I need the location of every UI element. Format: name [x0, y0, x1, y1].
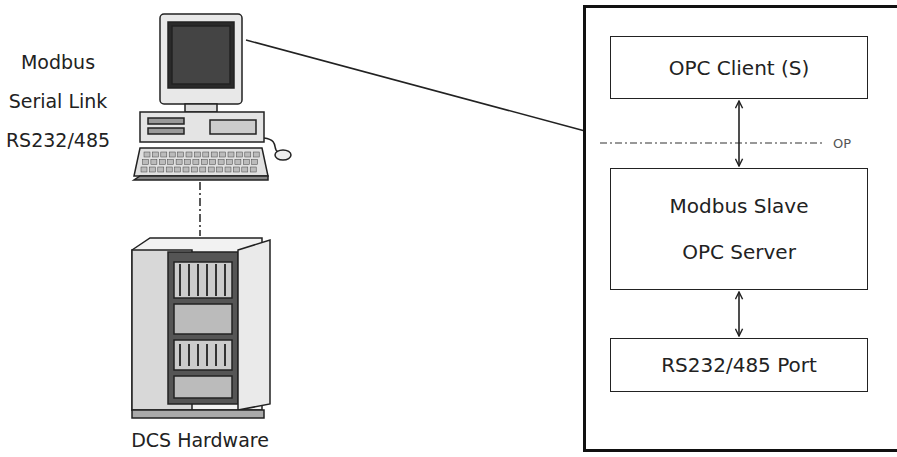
double-arrow [738, 101, 740, 166]
cabinet-modules [180, 264, 225, 366]
dcs-cabinet-illustration [132, 238, 270, 418]
double-arrow [738, 292, 740, 336]
hardware-label: DCS Hardware [131, 430, 269, 451]
box-label: OPC Client (S) [669, 56, 810, 80]
link-label: RS232/485 [6, 130, 110, 151]
process-box: Modbus SlaveOPC Server [610, 168, 868, 290]
serial-link-line [199, 182, 201, 236]
enclosure-frame: OPC Client (S) Modbus SlaveOPC ServerRS23… [583, 5, 897, 452]
computer-illustration [134, 14, 291, 180]
box-label: RS232/485 Port [661, 353, 817, 377]
keyboard-keys [141, 152, 259, 172]
link-label: Serial Link [9, 91, 108, 112]
box-label: OPC Server [682, 240, 796, 264]
leader-line [246, 40, 585, 131]
process-box: RS232/485 Port [610, 338, 868, 392]
divider-label: OP [831, 137, 853, 151]
box-label: Modbus Slave [670, 194, 809, 218]
link-label: Modbus [21, 52, 95, 73]
op-divider-line [600, 142, 822, 144]
process-box: OPC Client (S) [610, 36, 868, 99]
